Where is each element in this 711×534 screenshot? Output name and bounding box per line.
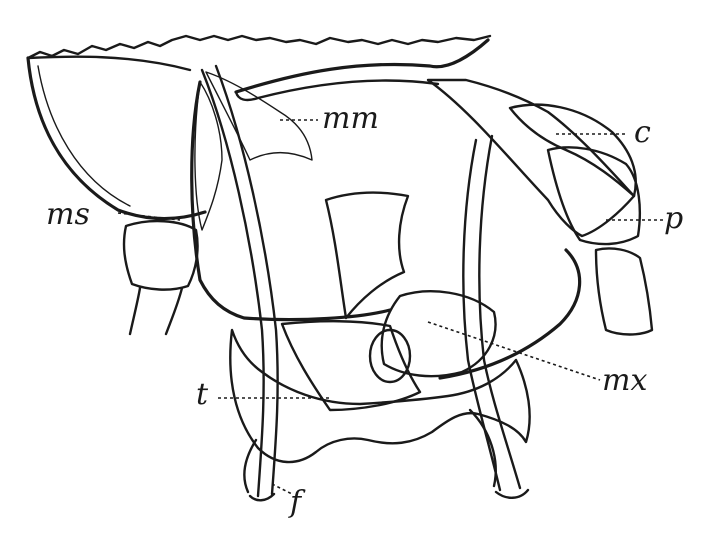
label-mx: mx — [602, 363, 648, 398]
right-muscle — [426, 78, 636, 238]
label-c: c — [634, 115, 651, 150]
central-fold — [324, 191, 410, 320]
left-leg — [128, 286, 184, 336]
label-p: p — [664, 201, 684, 236]
left-plate-top — [26, 55, 192, 72]
p-process — [546, 146, 641, 246]
left-plate — [26, 56, 207, 221]
torn-top-edge — [26, 34, 492, 60]
mx-leader — [427, 321, 601, 381]
ms-leader — [117, 212, 181, 221]
rod-left-b — [214, 64, 279, 496]
left-process — [122, 219, 199, 291]
rod-left-a — [200, 68, 265, 498]
f-leader — [271, 483, 293, 495]
mm-muscle — [205, 71, 313, 161]
rod-right-tip — [494, 488, 530, 499]
rod-right-a — [462, 138, 502, 492]
body-left-shadow — [194, 81, 223, 231]
lower-hook-left — [243, 438, 258, 494]
p-leg — [594, 247, 654, 336]
label-ms: ms — [46, 197, 90, 232]
rod-right-b — [478, 134, 522, 490]
upper-band — [234, 38, 490, 94]
label-t: t — [196, 377, 209, 412]
lower-lobes — [229, 328, 531, 464]
lower-hook-right — [468, 408, 497, 488]
mx-knob — [368, 328, 412, 384]
c-cap — [508, 103, 637, 198]
rod-left-tip — [248, 492, 276, 502]
left-plate-inner — [37, 65, 131, 207]
label-mm: mm — [322, 101, 379, 136]
right-arc — [438, 248, 582, 380]
label-f: f — [290, 485, 302, 520]
body-outline — [190, 80, 392, 322]
mx-pad — [380, 290, 497, 378]
t-region — [280, 320, 422, 412]
upper-band-lower — [234, 79, 440, 102]
